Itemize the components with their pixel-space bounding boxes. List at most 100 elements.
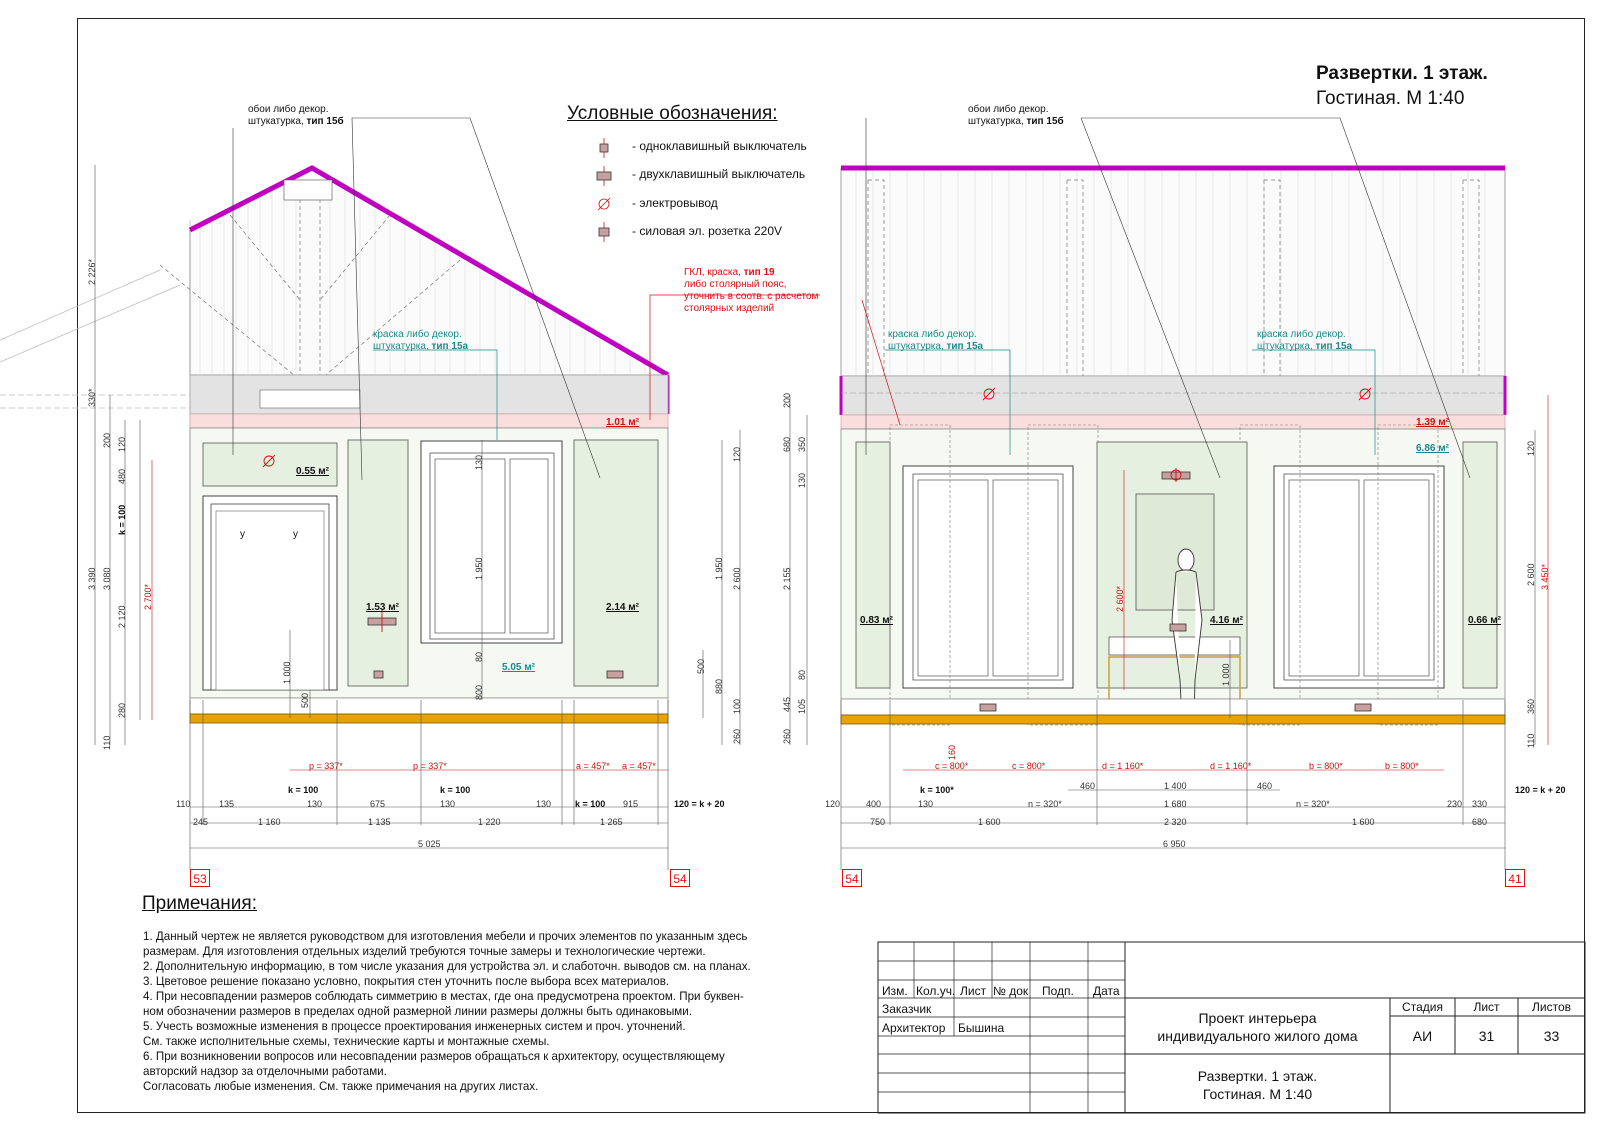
area-label: 0.66 м²	[1468, 615, 1501, 626]
area-label: 0.83 м²	[860, 615, 893, 626]
dim-label: 2 120	[117, 605, 127, 628]
tb-stage-label: Стадия	[1402, 1000, 1443, 1014]
dim-label: 360	[1526, 698, 1536, 714]
dim-label: 400	[866, 799, 882, 809]
person-silhouette	[1171, 548, 1203, 723]
dim-label: 2 700*	[143, 583, 153, 610]
dim-label: k = 100	[575, 799, 606, 809]
dim-label: 120	[732, 446, 742, 462]
dim-label: 280	[117, 702, 127, 718]
tb-sheet-label: Лист	[1473, 1000, 1500, 1014]
area-label: 1.01 м²	[606, 417, 639, 428]
dim-label: b = 800*	[1385, 761, 1419, 771]
dim-label: 135	[219, 799, 235, 809]
axis-marker: 41	[1505, 869, 1525, 887]
dim-label: 445	[782, 696, 792, 712]
dim-label: c = 800*	[935, 761, 969, 771]
tb-architect-name: Бышина	[958, 1021, 1005, 1035]
area-label: 5.05 м²	[502, 662, 535, 673]
sheet-subtitle: Гостиная. М 1:40	[1316, 88, 1465, 109]
area-label: 0.55 м²	[296, 466, 329, 477]
note-line: 5. Учесть возможные изменения в процессе…	[143, 1020, 686, 1033]
annotation-gkl-3: уточнить в соотв. с расчетом	[684, 291, 819, 302]
dim-label: 500	[300, 692, 310, 708]
dim-label: 200	[782, 392, 792, 408]
note-line: авторский надзор за отделочными работами…	[143, 1065, 387, 1078]
annotation-gkl-1: ГКЛ, краска, тип 19	[684, 267, 775, 278]
dim-label: d = 1 160*	[1210, 761, 1252, 771]
tb-header: Изм.	[882, 984, 908, 998]
dim-label: 675	[370, 799, 386, 809]
area-label: 2.14 м²	[606, 602, 639, 613]
note-line: 2. Дополнительную информацию, в том числ…	[143, 960, 751, 973]
dim-label: 120 = k + 20	[674, 799, 725, 809]
dim-label: 5 025	[418, 839, 441, 849]
dim-label: 2 600	[1526, 563, 1536, 586]
dim-label: 1 400	[1164, 781, 1187, 791]
area-label: 4.16 м²	[1210, 615, 1243, 626]
dim-label: 3 450*	[1540, 563, 1550, 590]
dim-label: 1 600	[1352, 817, 1375, 827]
dim-label: 120	[117, 436, 127, 452]
tb-sheet: 31	[1478, 1028, 1495, 1044]
legend-title: Условные обозначения:	[567, 103, 778, 124]
dim-label: у	[240, 529, 245, 540]
annotation-paint-left-2: штукатурка, тип 15а	[373, 341, 469, 352]
dim-label: 1 000	[282, 661, 292, 684]
sheet-title: Развертки. 1 этаж.	[1316, 63, 1488, 84]
dim-label: 200	[102, 432, 112, 448]
dim-label: 6 950	[1163, 839, 1186, 849]
dim-label: 110	[102, 735, 112, 750]
tb-header: Лист	[960, 984, 987, 998]
dim-label: b = 800*	[1309, 761, 1343, 771]
annotation-wallpaper-left-1: обои либо декор.	[248, 104, 329, 115]
tb-sheets: 33	[1543, 1028, 1560, 1044]
dim-label: 260	[732, 728, 742, 744]
dim-label: 230	[1447, 799, 1463, 809]
dim-label: 130	[536, 799, 552, 809]
tb-architect-role: Архитектор	[882, 1021, 946, 1035]
dim-label: 1 220	[478, 817, 501, 827]
dim-label: a = 457*	[622, 761, 656, 771]
dim-label: 120 = k + 20	[1515, 785, 1566, 795]
dim-label: 130	[918, 799, 934, 809]
dim-label: n = 320*	[1296, 799, 1330, 809]
dim-label: 105	[797, 698, 807, 714]
dim-label: 800	[474, 684, 484, 700]
right-elevation	[789, 117, 1549, 870]
dim-label: 1 160	[258, 817, 281, 827]
dim-label: 2 155	[782, 567, 792, 590]
dim-label: 80	[797, 669, 807, 680]
legend-item-single-switch: - одноклавишный выключатель	[632, 139, 807, 153]
dim-label: 130	[797, 472, 807, 488]
tb-customer: Заказчик	[882, 1002, 932, 1016]
dim-label: 130	[307, 799, 323, 809]
dim-label: c = 800*	[1012, 761, 1046, 771]
annotation-paint-mid-1: краска либо декор.	[888, 329, 977, 340]
dim-label: 245	[193, 817, 209, 827]
dim-label: у	[293, 529, 298, 540]
dim-label: 120	[1526, 440, 1536, 456]
tb-sheets-label: Листов	[1532, 1000, 1571, 1014]
note-line: 6. При возникновении вопросов или несовп…	[143, 1050, 725, 1063]
dim-label: 1 000	[1221, 663, 1231, 686]
dim-label: d = 1 160*	[1102, 761, 1144, 771]
legend-item-outlet-point: - электровывод	[632, 196, 718, 210]
annotation-paint-right-2: штукатурка, тип 15а	[1257, 341, 1353, 352]
axis-marker: 54	[842, 869, 862, 887]
dim-label: 120	[825, 799, 841, 809]
annotation-wallpaper-left-2: штукатурка, тип 15б	[248, 116, 344, 127]
dim-label: 2 600	[732, 567, 742, 590]
dim-label: 3 080	[102, 567, 112, 590]
annotation-gkl-2: либо столярный пояс,	[684, 279, 787, 290]
left-elevation	[94, 117, 820, 870]
dim-label: 500	[696, 658, 706, 674]
drawing-frame	[77, 18, 1585, 1113]
tb-project-1: Проект интерьера	[1198, 1010, 1317, 1026]
dim-label: k = 100	[288, 785, 319, 795]
note-line: См. также исполнительные схемы, техничес…	[143, 1035, 550, 1048]
annotation-wallpaper-right-1: обои либо декор.	[968, 104, 1049, 115]
notes-title: Примечания:	[142, 893, 257, 914]
dim-label: 160	[947, 744, 957, 760]
